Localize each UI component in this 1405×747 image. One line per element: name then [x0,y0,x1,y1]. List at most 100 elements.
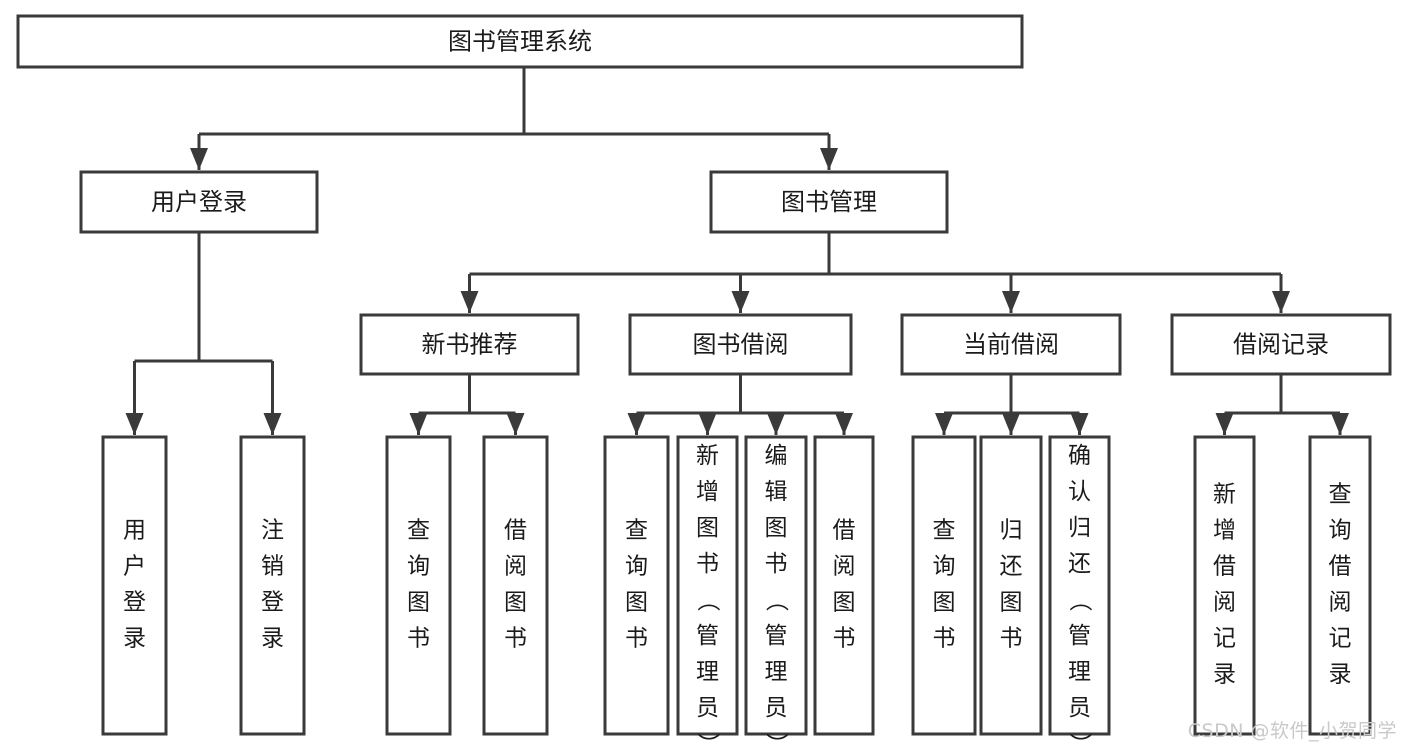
node-label-char: 员 [1068,695,1091,721]
node-leaf-borrow-book-b[interactable]: 借阅图书借阅图书 [813,435,875,736]
node-leaf-add-record[interactable]: 新增借阅记录新增借阅记录 [1193,435,1256,736]
node-leaf-borrow-book-rec[interactable]: 借阅图书借阅图书 [482,435,549,736]
node-box-leaf-add-record [1193,435,1256,736]
node-label-char: 借 [504,518,527,544]
node-label-char: （ [695,589,721,612]
arrow-head-icon [731,291,750,313]
node-label-char: 增 [1213,518,1236,544]
node-label-char: 阅 [504,554,527,580]
arrow-head-icon [627,413,646,435]
node-box-new-book-rec [359,313,580,376]
node-book-borrow[interactable]: 图书借阅 [628,313,853,376]
node-box-leaf-user-logout [239,435,306,736]
node-label-char: ） [763,733,789,747]
node-label-char: 阅 [1213,590,1236,616]
node-label-char: ） [695,733,721,747]
arrow-head-icon [263,413,282,435]
node-label-char: 查 [933,518,956,544]
node-box-leaf-query-book-rec [385,435,452,736]
node-label-char: 还 [1000,554,1023,580]
arrow-head-icon [835,413,853,435]
node-label-char: 理 [696,659,719,685]
node-label-char: 图 [765,515,788,541]
node-label-char: 图 [696,515,719,541]
node-new-book-rec[interactable]: 新书推荐 [359,313,580,376]
node-label-char: 注 [261,518,284,544]
node-label-char: 查 [625,518,648,544]
node-box-root-system [16,14,1024,69]
node-label-char: 询 [1329,518,1352,544]
node-root-system[interactable]: 图书管理系统 [16,14,1024,69]
arrow-head-icon [1002,413,1020,435]
node-leaf-query-record[interactable]: 查询借阅记录查询借阅记录 [1308,435,1372,736]
node-label-char: 借 [1213,554,1236,580]
node-label-char: 认 [1068,479,1091,505]
node-label-char: 录 [1213,662,1236,688]
node-leaf-query-book-b[interactable]: 查询图书查询图书 [603,435,670,736]
node-label-char: 销 [261,554,284,580]
arrow-head-icon [698,413,717,435]
arrow-head-icon [506,413,525,435]
node-label-char: 管 [1068,623,1091,649]
node-box-current-borrow [900,313,1122,376]
node-label-char: 确 [1068,443,1091,469]
connector-layer [125,67,1349,435]
node-label-char: 图 [933,590,956,616]
arrow-head-icon [820,148,838,170]
node-label-char: 录 [261,626,284,652]
node-label-char: 书 [1000,626,1023,652]
node-box-leaf-query-book-c [911,435,977,736]
node-box-leaf-confirm-return [1048,435,1111,736]
node-label-char: 书 [696,551,719,577]
arrow-head-icon [125,413,144,435]
node-label-char: 新 [1213,482,1236,508]
node-label-book-manage: 图书管理 [781,188,877,216]
node-leaf-user-login[interactable]: 用户登录用户登录 [101,435,168,736]
node-label-char: （ [763,589,789,612]
arrow-head-icon [935,413,953,435]
node-label-char: 图 [1000,590,1023,616]
node-book-manage[interactable]: 图书管理 [709,170,949,234]
node-label-char: 归 [1000,518,1023,544]
node-box-leaf-borrow-book-rec [482,435,549,736]
node-leaf-user-logout[interactable]: 注销登录注销登录 [239,435,306,736]
node-label-book-borrow: 图书借阅 [693,331,789,359]
node-label-char: 书 [407,626,430,652]
node-user-login[interactable]: 用户登录 [79,170,319,234]
node-box-borrow-record [1170,313,1392,376]
node-box-leaf-user-login [101,435,168,736]
node-borrow-record[interactable]: 借阅记录 [1170,313,1392,376]
node-leaf-return-book[interactable]: 归还图书归还图书 [979,435,1043,736]
node-label-char: 员 [696,695,719,721]
node-label-char: 书 [765,551,788,577]
node-label-char: 书 [833,626,856,652]
node-box-leaf-borrow-book-b [813,435,875,736]
node-label-char: 辑 [765,479,788,505]
node-label-char: 查 [1329,482,1352,508]
node-label-char: 新 [696,443,719,469]
arrow-head-icon [1331,413,1349,435]
node-label-char: （ [1067,589,1093,612]
node-leaf-query-book-c[interactable]: 查询图书查询图书 [911,435,977,736]
node-label-char: 书 [933,626,956,652]
node-label-borrow-record: 借阅记录 [1233,331,1329,359]
node-label-char: ） [1067,733,1093,747]
node-leaf-query-book-rec[interactable]: 查询图书查询图书 [385,435,452,736]
node-box-book-borrow [628,313,853,376]
node-label-char: 图 [504,590,527,616]
node-label-user-login: 用户登录 [151,188,247,216]
node-current-borrow[interactable]: 当前借阅 [900,313,1122,376]
node-label-char: 理 [765,659,788,685]
node-label-char: 查 [407,518,430,544]
arrow-head-icon [460,291,479,313]
node-label-char: 图 [407,590,430,616]
node-label-new-book-rec: 新书推荐 [422,331,518,359]
node-label-char: 登 [261,590,284,616]
node-label-char: 登 [123,590,146,616]
node-label-char: 询 [933,554,956,580]
node-box-book-manage [709,170,949,234]
